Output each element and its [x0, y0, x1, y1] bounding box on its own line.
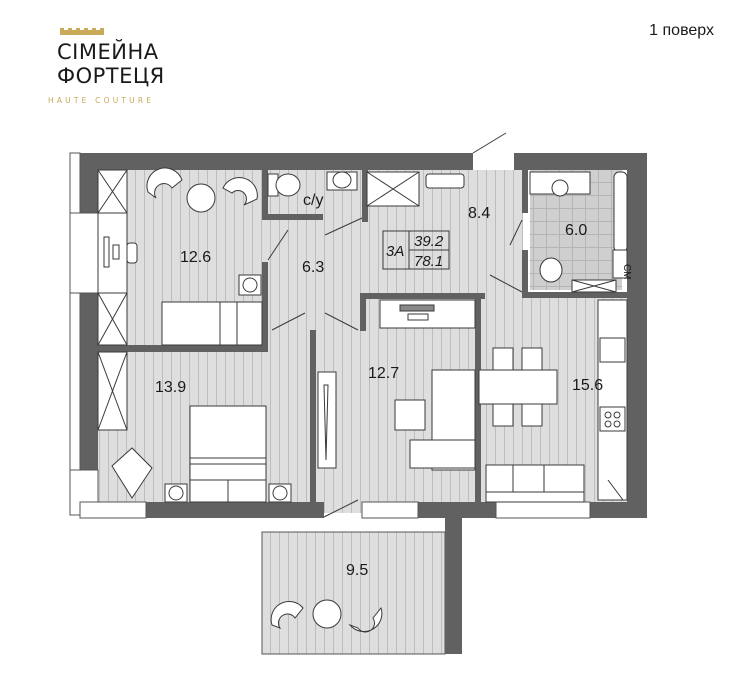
washing-machine-label: СМ — [621, 264, 632, 279]
apartment-info-box: 3А 39.2 78.1 — [382, 230, 450, 270]
double-bed — [111, 405, 292, 503]
room-area-bathroom: 6.0 — [565, 222, 587, 239]
bathroom-fixtures — [529, 171, 628, 293]
desk — [103, 236, 138, 268]
room-area-kitchen: 15.6 — [572, 377, 603, 394]
room-area-balcony: 9.5 — [346, 562, 368, 579]
walls — [80, 153, 647, 654]
room-area-hallway: 6.3 — [302, 259, 324, 276]
brand-logo: СІМЕЙНА ФОРТЕЦЯ HAUTE COUTURE — [20, 10, 164, 105]
single-bed — [161, 274, 263, 346]
room-label-wc: с/у — [303, 192, 323, 209]
lounge-set-study — [146, 167, 258, 213]
apartment-living-area: 39.2 — [414, 233, 444, 250]
windows — [69, 152, 591, 519]
shoe-shelf — [425, 173, 465, 189]
kitchen-furniture — [478, 299, 628, 503]
floors — [98, 170, 627, 655]
brand-name-line1: СІМЕЙНА — [57, 40, 159, 64]
wardrobes — [97, 169, 420, 431]
balcony-furniture — [270, 599, 383, 633]
tv-unit — [317, 371, 337, 469]
apartment-total-area: 78.1 — [414, 253, 443, 270]
apartment-type: 3А — [386, 243, 404, 260]
room-area-bedroom: 13.9 — [155, 379, 186, 396]
brand-name-line2: ФОРТЕЦЯ — [57, 64, 165, 88]
room-area-living: 12.7 — [368, 365, 399, 382]
wc-fixtures — [267, 171, 358, 197]
room-area-study: 12.6 — [180, 249, 211, 266]
brand-tagline: HAUTE COUTURE — [48, 96, 155, 105]
crown-icon — [60, 28, 104, 35]
floor-label: 1 поверх — [649, 22, 714, 39]
living-furniture — [379, 299, 476, 471]
room-area-entrance: 8.4 — [468, 205, 490, 222]
door-swings — [267, 132, 624, 518]
